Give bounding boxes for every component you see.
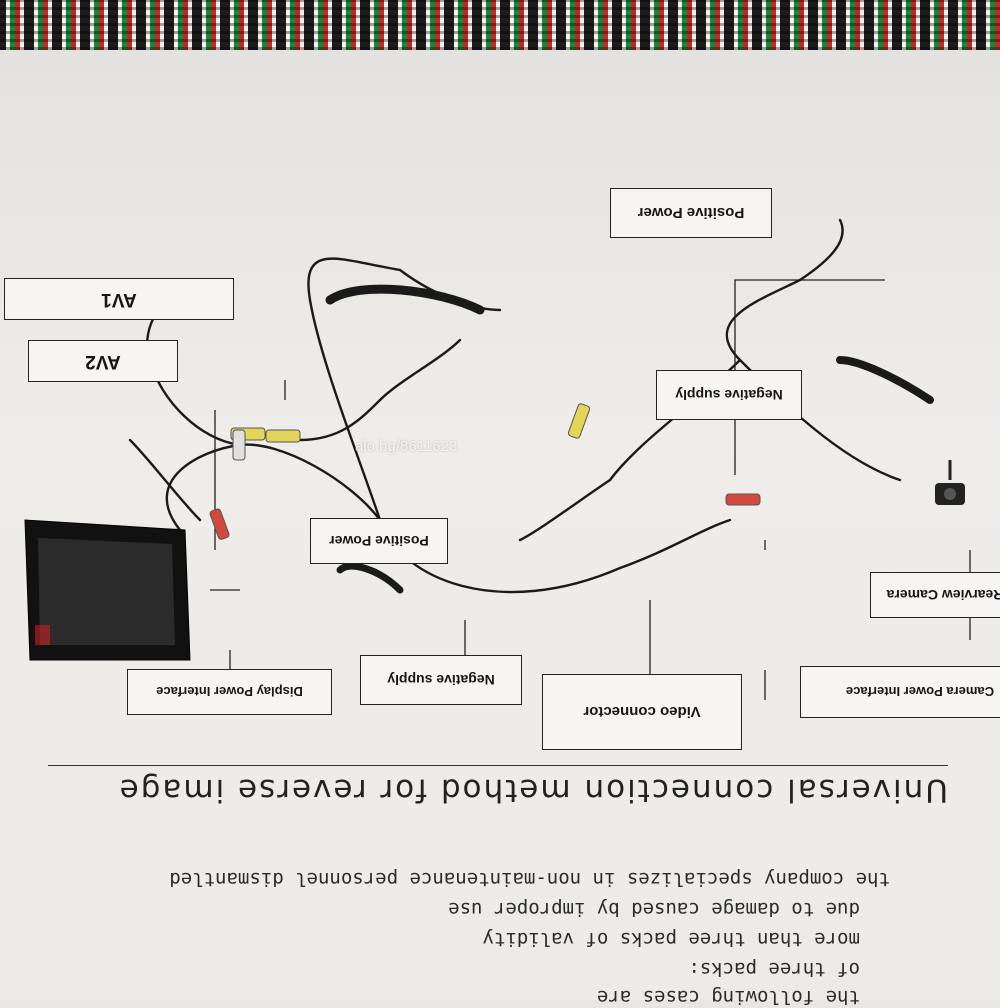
- manual-page: [0, 50, 1000, 1000]
- label-rearview-camera: Rearview Camera: [870, 572, 1000, 618]
- label-positive-power-top: Positive Power: [610, 188, 772, 238]
- label-negative-supply-left: Negative supply: [360, 655, 522, 705]
- label-negative-supply-right: Negative supply: [656, 370, 802, 420]
- label-video-connector: Video connector: [542, 674, 742, 750]
- label-av2: AV2: [28, 340, 178, 382]
- label-positive-power-left: Positive Power: [310, 518, 448, 564]
- label-display-power: Display Power Interface: [127, 669, 332, 715]
- label-camera-power: Camera Power Interface: [800, 666, 1000, 718]
- label-av1: AV1: [4, 278, 234, 320]
- watermark: alo.bg/8611623: [355, 438, 458, 455]
- fabric-background: [0, 0, 1000, 52]
